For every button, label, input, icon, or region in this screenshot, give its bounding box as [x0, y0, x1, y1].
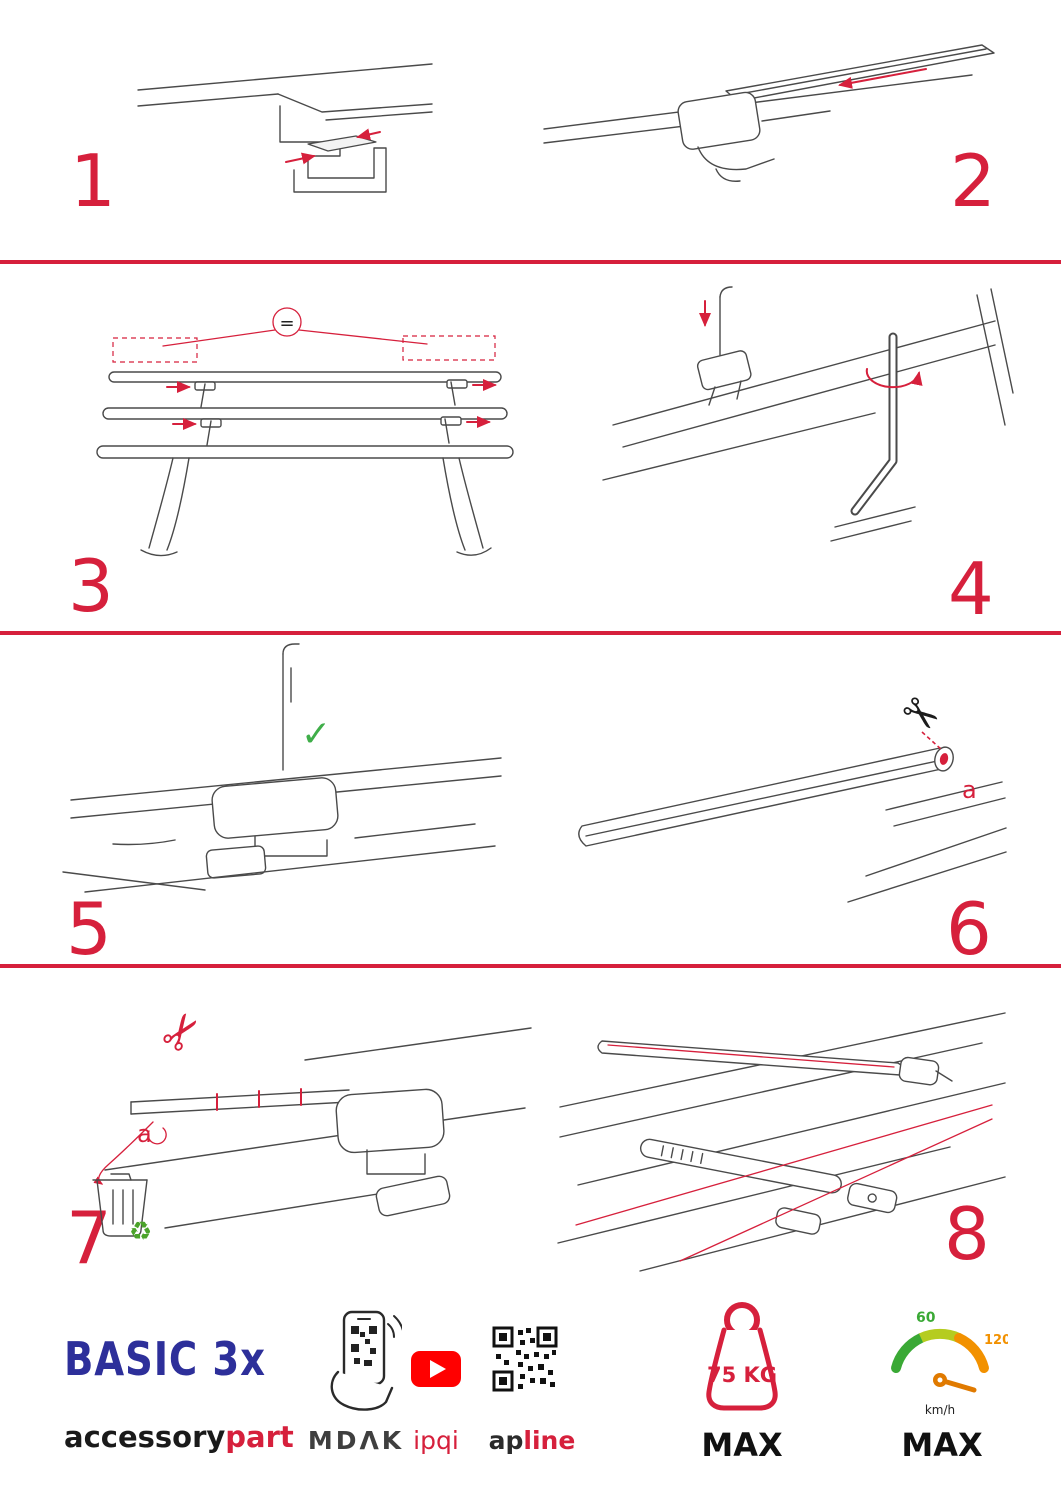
crossbar [102, 407, 508, 420]
scissors-icon: ✂ [890, 684, 950, 747]
youtube-icon [411, 1351, 461, 1387]
measure-bracket-left [112, 337, 198, 363]
slide-arrow [838, 68, 927, 89]
phone-qr-scan-icon [330, 1310, 402, 1411]
step-number-8: 8 [944, 1192, 990, 1276]
max-weight-label: MAX [701, 1426, 783, 1464]
step-number-2: 2 [950, 139, 996, 223]
partner-ipqi-label: ipqi [413, 1426, 459, 1455]
step-number-7: 7 [66, 1196, 112, 1280]
label-a: a [962, 776, 977, 804]
step-number-6: 6 [946, 887, 992, 971]
section-divider [0, 260, 1061, 264]
section-divider [0, 964, 1061, 968]
partner-mdak-label: MDΛK [307, 1426, 405, 1455]
partner-apline-label: apline [488, 1426, 576, 1455]
max-speed-label: MAX [901, 1426, 983, 1464]
rotate-arrow [865, 368, 923, 389]
crossbar [96, 445, 514, 459]
step2-slide-bar-illustration [543, 44, 995, 182]
speedometer-icon: 60 120 km/h [891, 1310, 1008, 1417]
step-number-1: 1 [70, 139, 116, 223]
check-icon: ✓ [301, 714, 331, 755]
step4-tighten-illustration [602, 286, 1014, 542]
label-a: a [137, 1120, 152, 1148]
speed-60-label: 60 [916, 1310, 936, 1326]
measure-bracket-right [402, 335, 496, 361]
insert-arrow [356, 128, 381, 141]
brand-wordmark: accessorypart [64, 1420, 294, 1454]
cut-marks [216, 1088, 302, 1111]
crossbar [108, 371, 502, 383]
step7-trim-discard-illustration: ✂ a ♻ [92, 1000, 532, 1245]
step3-equal-spacing-illustration: = [96, 307, 514, 557]
step-number-3: 3 [68, 544, 114, 628]
speed-unit-label: km/h [925, 1403, 955, 1417]
step-number-5: 5 [66, 887, 112, 971]
step6-cut-strip-illustration: ✂ a [578, 684, 1007, 903]
t-adapter [775, 1207, 822, 1235]
equals-symbol: = [279, 313, 294, 334]
cut-guide-line [921, 731, 943, 751]
step-number-4: 4 [948, 547, 994, 631]
recycle-icon: ♻ [129, 1217, 152, 1245]
max-weight-value: 75 KG [707, 1363, 777, 1387]
alignment-line [575, 1104, 993, 1226]
step1-clamp-illustration [137, 63, 433, 193]
product-name: BASIC 3x [64, 1332, 266, 1386]
clamp-plate [307, 135, 377, 152]
section-divider [0, 631, 1061, 635]
speed-120-label: 120 [984, 1333, 1008, 1348]
trash-can-icon [92, 1173, 148, 1237]
scissors-icon: ✂ [148, 1000, 217, 1065]
lower-bar [639, 1138, 842, 1194]
alignment-line [679, 1118, 993, 1262]
crossbar-profile [578, 747, 950, 847]
strip-end-mark [939, 753, 949, 765]
t-adapter [847, 1182, 898, 1214]
step8-adapter-illustration [557, 1012, 1006, 1272]
insert-arrow [285, 152, 316, 165]
equals-badge [272, 307, 302, 337]
qr-code-icon [492, 1326, 558, 1392]
top-bar [597, 1040, 905, 1076]
step5-check-illustration: ✓ [62, 643, 502, 893]
max-weight-icon: 75 KG [706, 1302, 778, 1411]
